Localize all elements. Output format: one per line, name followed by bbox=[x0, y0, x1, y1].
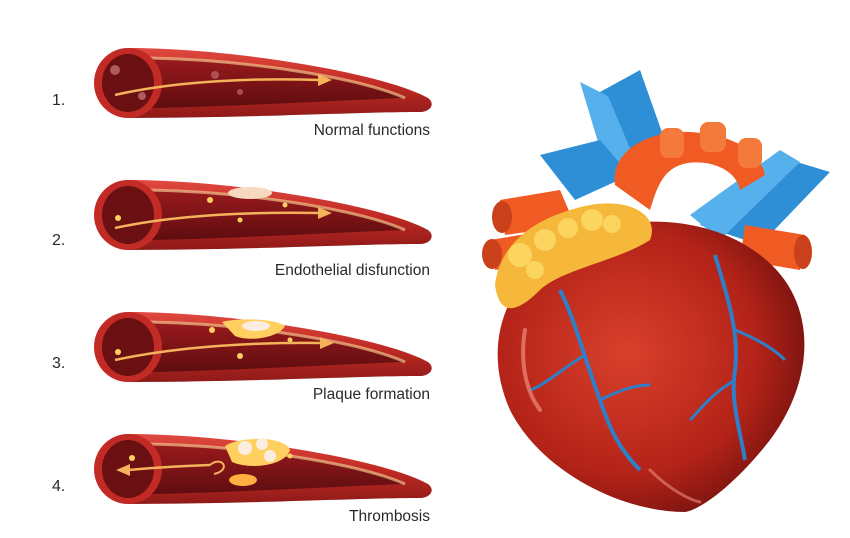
vessel-normal bbox=[94, 48, 432, 118]
stage-2-caption: Endothelial disfunction bbox=[200, 262, 430, 280]
heart-illustration bbox=[482, 70, 830, 512]
vessel-plaque bbox=[94, 312, 432, 382]
vessel-endothelial bbox=[94, 180, 432, 250]
stage-2-number: 2. bbox=[52, 232, 65, 250]
stage-3-number: 3. bbox=[52, 355, 65, 373]
stage-4-number: 4. bbox=[52, 478, 65, 496]
stage-3-caption: Plaque formation bbox=[230, 386, 430, 404]
stage-1-caption: Normal functions bbox=[230, 122, 430, 140]
vessel-thrombosis bbox=[94, 434, 432, 504]
stage-4-caption: Thrombosis bbox=[230, 508, 430, 526]
stage-1-number: 1. bbox=[52, 92, 65, 110]
